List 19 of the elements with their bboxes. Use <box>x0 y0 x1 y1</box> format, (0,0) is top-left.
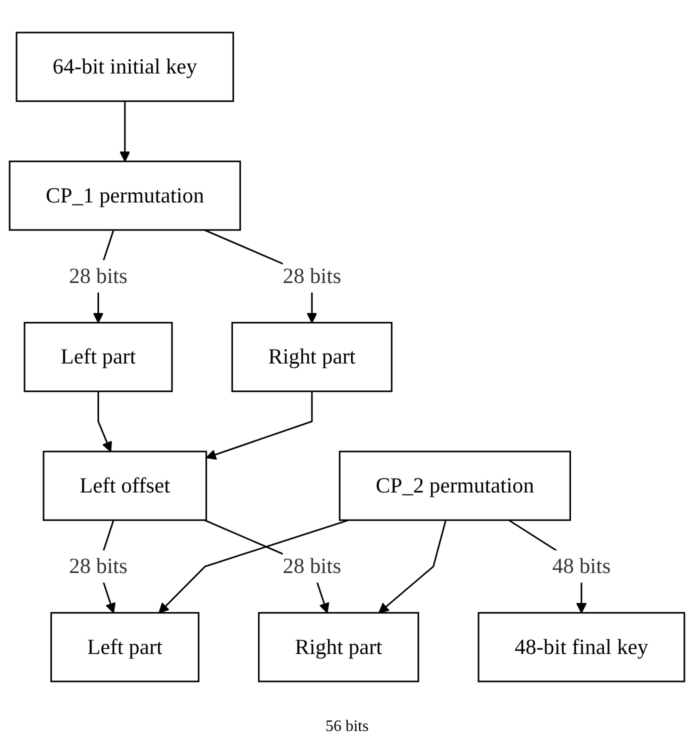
note-label: 56 bits <box>325 718 369 735</box>
edge-label: 28 bits <box>69 554 128 578</box>
node-box: 64-bit initial key <box>16 32 234 102</box>
node-box: Right part <box>258 612 420 682</box>
node-box: Right part <box>231 322 392 392</box>
edge-label: 28 bits <box>282 264 342 288</box>
arrow <box>206 391 313 460</box>
node-box: CP_2 permutation <box>338 450 571 521</box>
node-box: Left part <box>24 322 173 392</box>
arrow <box>120 101 130 162</box>
edge-label: 28 bits <box>69 264 128 288</box>
node-box: 48-bit final key <box>478 612 686 682</box>
edge-label: 48 bits <box>552 554 611 578</box>
arrow <box>97 391 112 452</box>
node-box: CP_1 permutation <box>8 160 241 231</box>
node-box: Left offset <box>42 450 208 521</box>
arrow <box>378 520 447 614</box>
node-box: Left part <box>50 612 200 682</box>
edge-label: 28 bits <box>282 554 342 578</box>
